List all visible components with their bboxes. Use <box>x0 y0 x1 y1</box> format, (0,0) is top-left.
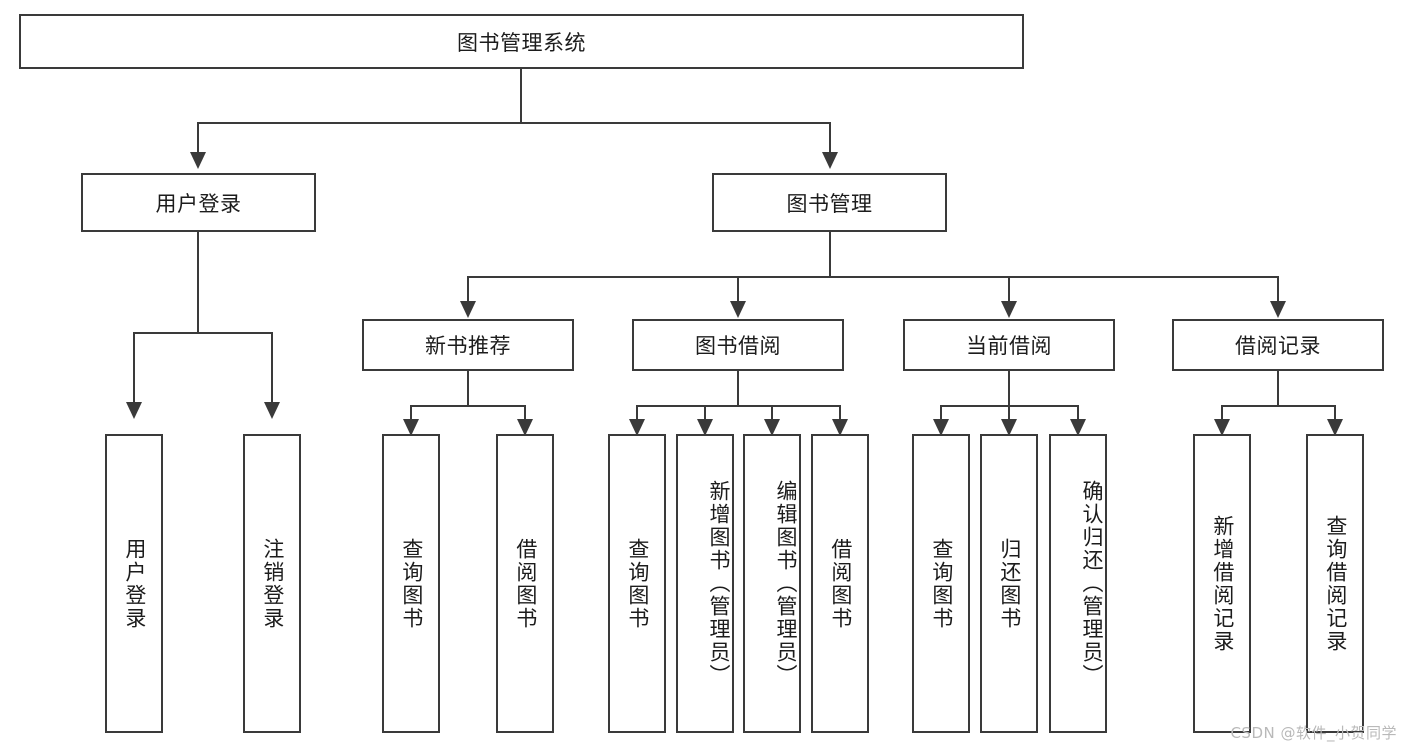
arrow-to-book-management <box>822 152 838 169</box>
connector-root-stem <box>520 69 522 123</box>
arrow-to-new-book-recommend <box>460 301 476 318</box>
node-label: 新书推荐 <box>425 334 511 358</box>
arrow-leaf-query-book-2 <box>629 419 645 436</box>
connector-to-borrow-record <box>1277 276 1279 303</box>
leaf-label: 注销登录 <box>260 537 285 630</box>
leaf-query-borrow-record[interactable]: 查询借阅记录 <box>1306 434 1364 733</box>
arrow-to-book-borrow <box>730 301 746 318</box>
connector-to-current-borrow <box>1008 276 1010 303</box>
node-book-management[interactable]: 图书管理 <box>712 173 947 232</box>
leaf-label: 查询图书 <box>625 537 650 630</box>
connector-book-borrow-bar <box>636 405 841 407</box>
arrow-leaf-confirm-return <box>1070 419 1086 436</box>
leaf-add-borrow-record[interactable]: 新增借阅记录 <box>1193 434 1251 733</box>
node-root-book-management-system[interactable]: 图书管理系统 <box>19 14 1024 69</box>
connector-user-login-bar <box>133 332 273 334</box>
connector-to-new-book-recommend <box>467 276 469 303</box>
node-user-login[interactable]: 用户登录 <box>81 173 316 232</box>
leaf-borrow-book-new-recommend[interactable]: 借阅图书 <box>496 434 554 733</box>
connector-cb-child-3 <box>1077 405 1079 421</box>
connector-to-user-login <box>197 122 199 154</box>
connector-user-login-child-2 <box>271 332 273 404</box>
leaf-label: 查询借阅记录 <box>1323 514 1348 653</box>
connector-bb-child-1 <box>636 405 638 421</box>
leaf-query-book-current[interactable]: 查询图书 <box>912 434 970 733</box>
connector-level1-bar <box>197 122 831 124</box>
connector-bb-child-2 <box>704 405 706 421</box>
connector-to-book-borrow <box>737 276 739 303</box>
node-book-borrow[interactable]: 图书借阅 <box>632 319 844 371</box>
leaf-logout[interactable]: 注销登录 <box>243 434 301 733</box>
connector-br-child-2 <box>1334 405 1336 421</box>
connector-current-borrow-stem <box>1008 371 1010 406</box>
arrow-to-borrow-record <box>1270 301 1286 318</box>
arrow-leaf-query-book-1 <box>403 419 419 436</box>
connector-cb-child-2 <box>1008 405 1010 421</box>
leaf-user-login[interactable]: 用户登录 <box>105 434 163 733</box>
connector-new-book-recommend-stem <box>467 371 469 406</box>
connector-new-book-recommend-bar <box>410 405 526 407</box>
connector-level2-bar <box>467 276 1279 278</box>
connector-to-book-management <box>829 122 831 154</box>
node-borrow-record[interactable]: 借阅记录 <box>1172 319 1384 371</box>
leaf-label: 新增图书（管理员） <box>707 480 731 687</box>
leaf-label: 借阅图书 <box>513 537 538 630</box>
leaf-edit-book-admin[interactable]: 编辑图书（管理员） <box>743 434 801 733</box>
arrow-leaf-borrow-book-2 <box>832 419 848 436</box>
leaf-confirm-return-admin[interactable]: 确认归还（管理员） <box>1049 434 1107 733</box>
connector-borrow-record-bar <box>1221 405 1336 407</box>
node-label: 图书管理 <box>786 191 873 216</box>
leaf-label: 归还图书 <box>997 537 1022 630</box>
leaf-label: 编辑图书（管理员） <box>774 480 798 687</box>
node-label: 当前借阅 <box>966 334 1052 358</box>
arrow-leaf-add-record <box>1214 419 1230 436</box>
connector-borrow-record-stem <box>1277 371 1279 406</box>
leaf-label: 确认归还（管理员） <box>1080 480 1104 687</box>
node-label: 图书管理系统 <box>457 30 586 55</box>
leaf-label: 用户登录 <box>122 537 147 630</box>
leaf-add-book-admin[interactable]: 新增图书（管理员） <box>676 434 734 733</box>
node-label: 借阅记录 <box>1235 334 1321 358</box>
arrow-to-current-borrow <box>1001 301 1017 318</box>
node-current-borrow[interactable]: 当前借阅 <box>903 319 1115 371</box>
connector-cb-child-1 <box>940 405 942 421</box>
leaf-query-book-new-recommend[interactable]: 查询图书 <box>382 434 440 733</box>
connector-book-management-stem <box>829 232 831 277</box>
arrow-leaf-edit-book <box>764 419 780 436</box>
connector-user-login-stem <box>197 232 199 333</box>
arrow-leaf-user-login <box>126 402 142 419</box>
arrow-leaf-return-book <box>1001 419 1017 436</box>
connector-book-borrow-stem <box>737 371 739 406</box>
node-label: 用户登录 <box>155 191 242 216</box>
arrow-leaf-query-record <box>1327 419 1343 436</box>
leaf-return-book[interactable]: 归还图书 <box>980 434 1038 733</box>
leaf-label: 查询图书 <box>929 537 954 630</box>
node-label: 图书借阅 <box>695 334 781 358</box>
connector-br-child-1 <box>1221 405 1223 421</box>
connector-bb-child-3 <box>771 405 773 421</box>
leaf-label: 新增借阅记录 <box>1210 514 1235 653</box>
leaf-borrow-book-borrow[interactable]: 借阅图书 <box>811 434 869 733</box>
arrow-leaf-query-book-3 <box>933 419 949 436</box>
leaf-label: 查询图书 <box>399 537 424 630</box>
connector-user-login-child-1 <box>133 332 135 404</box>
connector-nbr-child-2 <box>524 405 526 421</box>
connector-bb-child-4 <box>839 405 841 421</box>
arrow-leaf-logout <box>264 402 280 419</box>
connector-nbr-child-1 <box>410 405 412 421</box>
node-new-book-recommend[interactable]: 新书推荐 <box>362 319 574 371</box>
arrow-to-user-login <box>190 152 206 169</box>
leaf-label: 借阅图书 <box>828 537 853 630</box>
arrow-leaf-add-book <box>697 419 713 436</box>
watermark: CSDN @软件_小贺同学 <box>1230 724 1397 742</box>
leaf-query-book-borrow[interactable]: 查询图书 <box>608 434 666 733</box>
arrow-leaf-borrow-book-1 <box>517 419 533 436</box>
